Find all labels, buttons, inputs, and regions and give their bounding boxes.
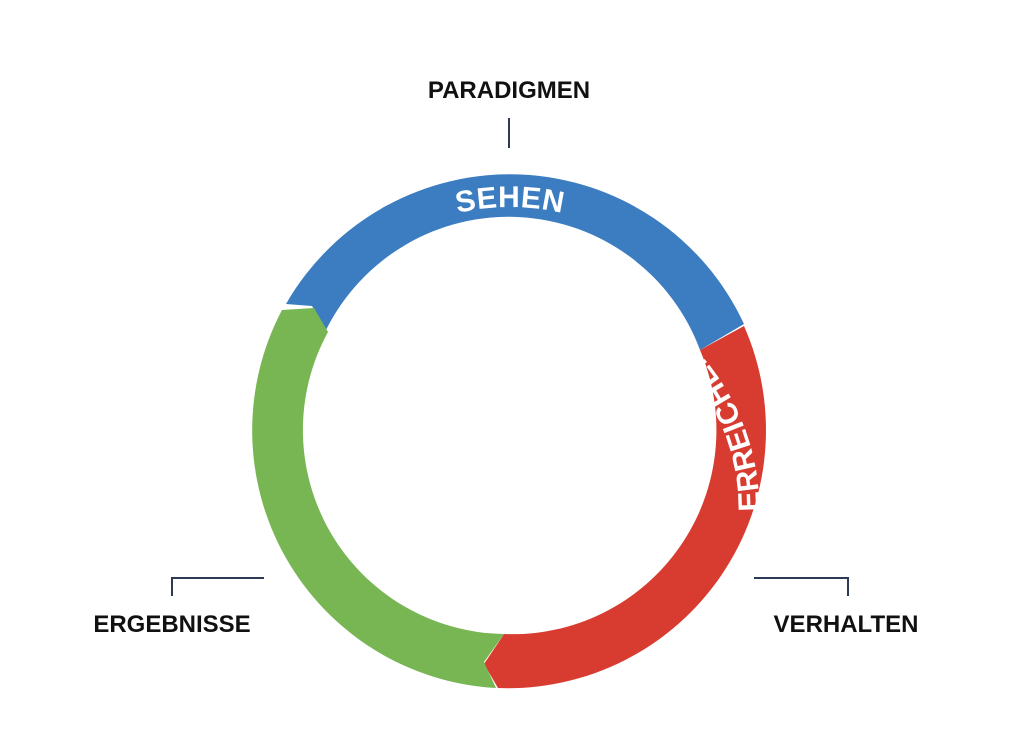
connector-left — [171, 577, 264, 596]
segment-label-sehen: SEHEN — [453, 181, 568, 220]
label-paradigmen: PARADIGMEN — [428, 77, 590, 104]
segment-label-tun: TUN — [317, 339, 381, 407]
label-verhalten: VERHALTEN — [774, 611, 919, 638]
ring-segment-sehen — [286, 174, 744, 350]
ring-segment-erreichen — [252, 308, 504, 688]
ring-segment-tun — [484, 326, 766, 689]
label-ergebnisse: ERGEBNISSE — [93, 611, 250, 638]
connector-right — [754, 577, 849, 596]
